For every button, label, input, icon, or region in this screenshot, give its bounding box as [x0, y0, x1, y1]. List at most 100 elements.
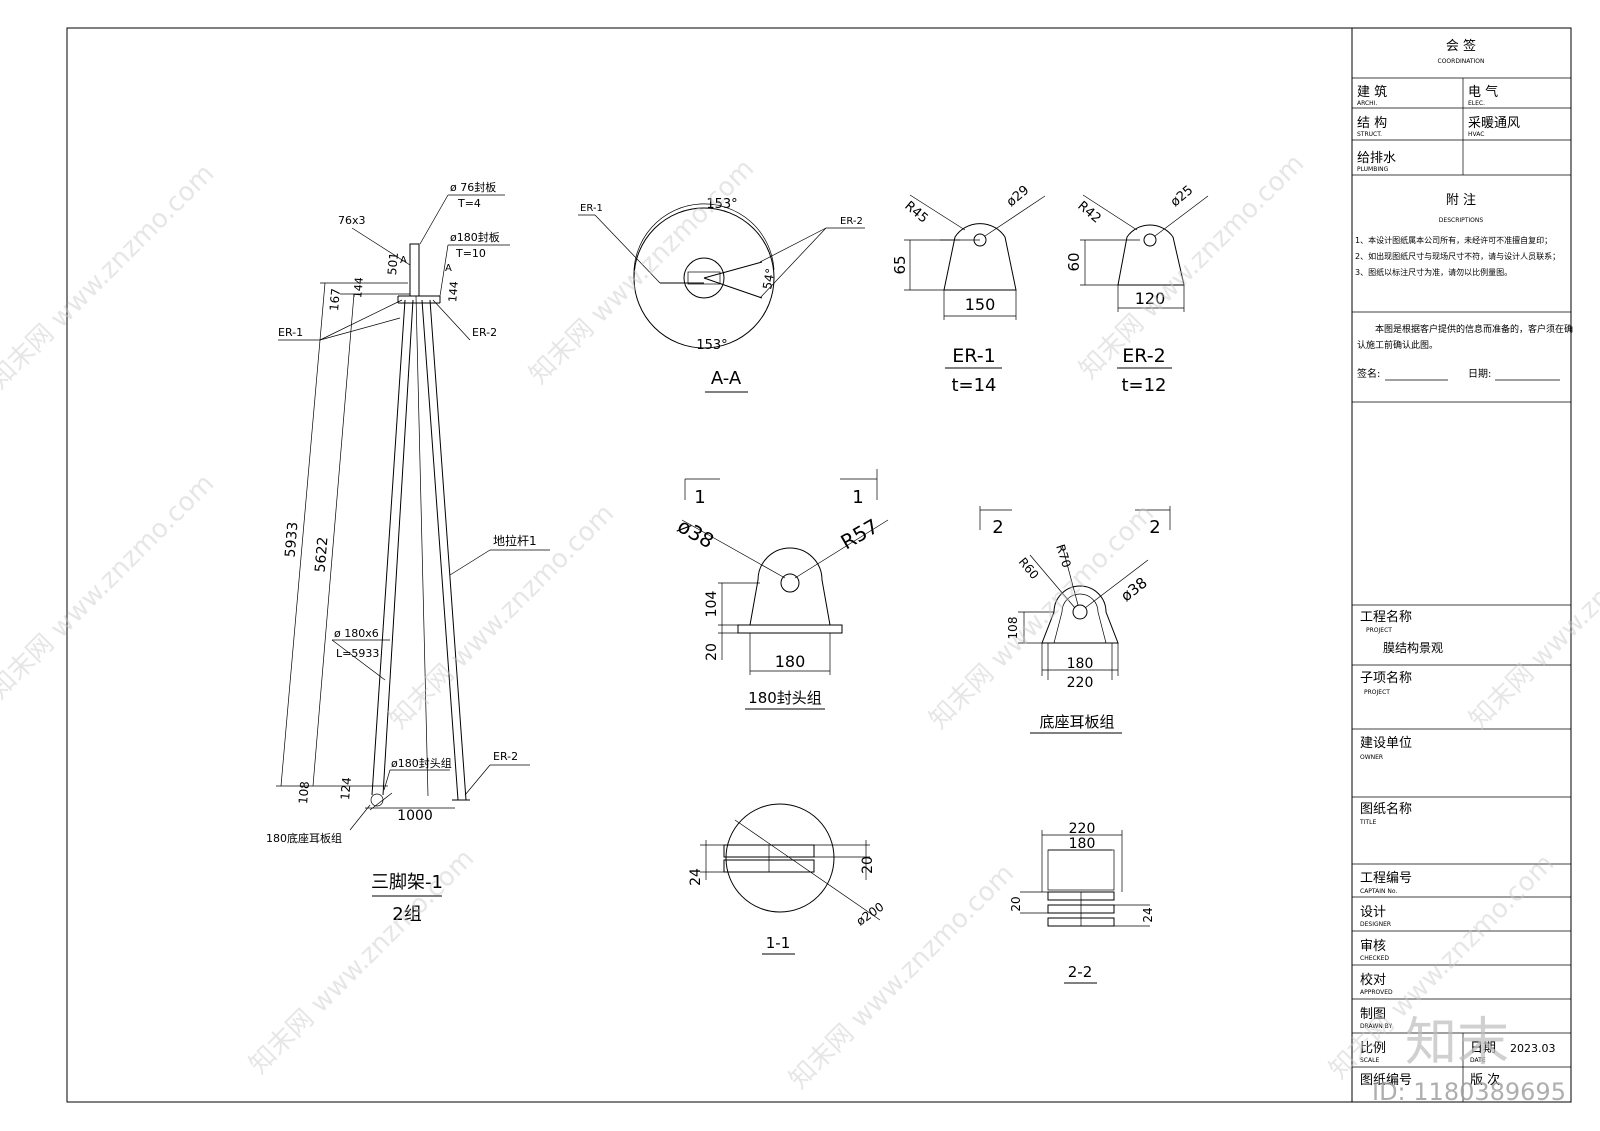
watermark-logo: 知末	[1405, 1013, 1509, 1073]
watermark: 知末网 www.znzmo.com	[524, 154, 760, 390]
subproject-sub: PROJECT	[1364, 689, 1390, 696]
field-project-no-sub: CAPTAIN No.	[1360, 888, 1397, 895]
scale-label: 比例	[1360, 1041, 1386, 1056]
base-dia: ø38	[1117, 574, 1150, 606]
watermark-id: ID: 1180389695	[1372, 1078, 1566, 1106]
coordination-title: 会 签	[1446, 38, 1476, 54]
date-label: 日期:	[1468, 368, 1491, 380]
coord-hvac: 采暖通风	[1468, 116, 1520, 131]
cap-h20: 20	[704, 643, 720, 661]
dim-5622: 5622	[312, 536, 331, 573]
er2-thickness: t=12	[1121, 375, 1166, 396]
section-22: 220 180 20 24 2-2	[1009, 821, 1155, 984]
outer-border	[66, 27, 1572, 1103]
label-76x3: 76x3	[338, 214, 366, 227]
er1-thickness: t=14	[951, 375, 996, 396]
watermark-layer: 知末网 www.znzmo.com 知末网 www.znzmo.com 知末网 …	[0, 149, 1600, 1106]
subproject-label: 子项名称	[1360, 670, 1412, 686]
date-field-value: 2023.03	[1510, 1042, 1556, 1055]
notes-title: 附 注	[1446, 193, 1476, 208]
er1-radius: R45	[901, 199, 930, 227]
label-cap-group: ø180封头组	[391, 756, 452, 770]
base-sec-right: 2	[1149, 517, 1160, 538]
er1-title: ER-1	[952, 345, 995, 367]
cap-width: 180	[775, 652, 806, 671]
aa-angle-top: 153°	[706, 197, 737, 212]
base-title: 底座耳板组	[1039, 713, 1114, 731]
title-block: 会 签 COORDINATION 建 筑 ARCHI. 电 气 ELEC. 结 …	[1352, 38, 1573, 1102]
label-er2: ER-2	[472, 326, 497, 339]
watermark: 知末网 www.znzmo.com	[0, 469, 220, 705]
tripod-count: 2组	[392, 904, 421, 925]
base-w220: 220	[1067, 675, 1094, 691]
field-drawn-sub: DRAWN BY	[1360, 1023, 1392, 1030]
label-er2-bottom: ER-2	[493, 750, 518, 763]
field-drawn: 制图	[1360, 1007, 1386, 1022]
sec22-24: 24	[1141, 907, 1155, 922]
label-t10: T=10	[455, 247, 486, 260]
note-3: 3、图纸以标注尺寸为准，请勿以比例量图。	[1355, 267, 1512, 277]
version-label: 版 次	[1470, 1072, 1500, 1088]
watermark: 知末网 www.znzmo.com	[1074, 149, 1310, 385]
confirm-line1: 本图是根据客户提供的信息而准备的，客户须在确	[1375, 323, 1573, 335]
coord-arch: 建 筑	[1357, 84, 1387, 100]
dim-5933: 5933	[282, 521, 301, 558]
sign-label: 签名:	[1357, 367, 1380, 380]
detail-er2: R42 ø25 60 120 ER-2 t=12	[1065, 183, 1209, 396]
coord-plumb: 给排水	[1357, 151, 1396, 166]
cap-group: 1 1 ø38 R57 104 20 180 180封头组	[674, 469, 889, 710]
label-a-left: A	[400, 255, 407, 266]
er2-radius: R42	[1074, 199, 1103, 227]
aa-angle-54: 54°	[760, 267, 777, 290]
coord-hvac-sub: HVAC	[1468, 131, 1484, 138]
dim-501: 501	[385, 252, 401, 276]
confirm-line2: 认施工前确认此图。	[1357, 339, 1438, 351]
er1-width: 150	[965, 295, 996, 314]
cap-h104: 104	[704, 591, 720, 618]
base-r70: R70	[1053, 543, 1074, 570]
dim-108: 108	[296, 781, 312, 805]
cap-sec-left: 1	[694, 487, 705, 508]
coord-plumb-sub: PLUMBING	[1357, 166, 1389, 173]
dim-124: 124	[338, 777, 354, 801]
label-a-right: A	[445, 263, 452, 274]
owner-label: 建设单位	[1360, 736, 1412, 751]
dim-1000: 1000	[397, 808, 433, 824]
sheet-no-label: 图纸编号	[1360, 1073, 1412, 1088]
project-value: 膜结构景观	[1383, 640, 1443, 655]
cap-title: 180封头组	[748, 689, 822, 707]
field-designer-sub: DESIGNER	[1360, 921, 1391, 928]
base-sec-left: 2	[992, 517, 1003, 538]
er1-dia: ø29	[1004, 183, 1032, 210]
coord-elec-sub: ELEC.	[1468, 100, 1485, 107]
er1-height: 65	[891, 255, 909, 274]
watermark: 知末网 www.znzmo.com	[784, 859, 1020, 1095]
label-180-plate: ø180封板	[450, 230, 500, 244]
section-aa: 153° 153° 54° ER-1 ER-2 A-A	[578, 197, 865, 393]
notes-subtitle: DESCRIPTIONS	[1439, 217, 1484, 224]
field-project-no: 工程编号	[1360, 871, 1412, 886]
aa-title: A-A	[711, 368, 742, 389]
coord-struct-sub: STRUCT.	[1357, 131, 1382, 138]
base-group: 2 2 R60 R70 ø38 108 180 220 底座耳板组	[979, 506, 1171, 734]
label-t4: T=4	[457, 197, 481, 210]
dim-144b: 144	[446, 281, 461, 303]
sec22-w180: 180	[1069, 836, 1096, 852]
date-field-sub: DATE	[1470, 1057, 1486, 1064]
detail-er1: R45 ø29 65 150 ER-1 t=14	[891, 183, 1046, 396]
owner-sub: OWNER	[1360, 754, 1383, 761]
label-pipe: ø 180x6	[334, 627, 379, 640]
title-sub: TITLE	[1359, 819, 1376, 826]
aa-er1: ER-1	[580, 203, 603, 214]
section-11: 24 20 ø200 1-1	[688, 803, 887, 955]
coord-arch-sub: ARCHI.	[1357, 100, 1377, 107]
label-length: L=5933	[336, 647, 379, 660]
label-base-group: 180底座耳板组	[266, 831, 342, 845]
field-checked-sub: CHECKED	[1360, 955, 1389, 962]
field-approved-sub: APPROVED	[1360, 989, 1393, 996]
tripod-title: 三脚架-1	[371, 872, 443, 893]
sec11-20: 20	[860, 856, 876, 874]
label-er1: ER-1	[278, 326, 303, 339]
label-ground-rod: 地拉杆1	[493, 533, 537, 548]
watermark: 知末网 www.znzmo.com	[0, 159, 220, 395]
